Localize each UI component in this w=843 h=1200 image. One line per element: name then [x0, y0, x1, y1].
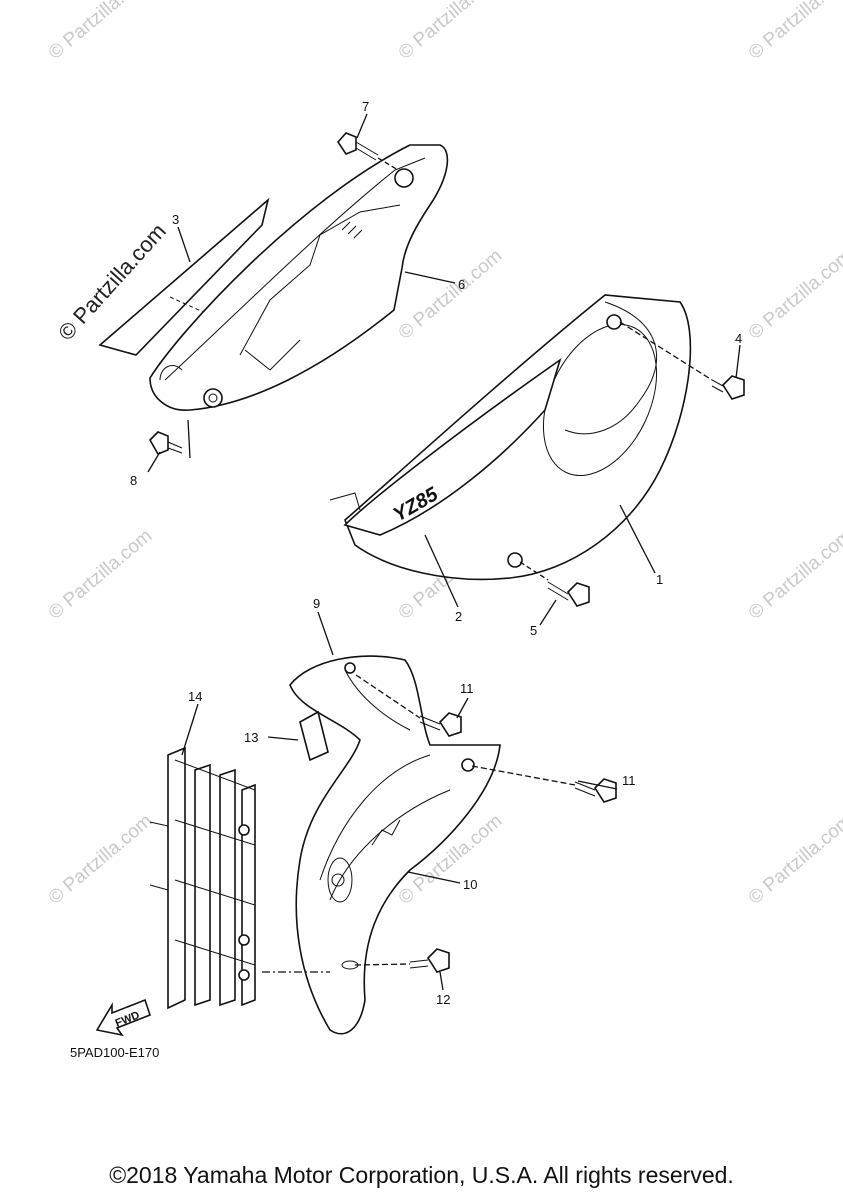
- callout-1: 1: [656, 572, 663, 587]
- callout-9: 9: [313, 596, 320, 611]
- part-11-bolt-lower: [471, 765, 617, 803]
- watermark: © Partzilla.com: [745, 245, 843, 343]
- callout-7: 7: [362, 99, 369, 114]
- callout-2: 2: [455, 609, 462, 624]
- callout-12: 12: [436, 992, 450, 1007]
- watermark: © Partzilla.com: [395, 0, 507, 64]
- part-9-10-radiator-shroud: [289, 655, 501, 1035]
- callout-10: 10: [463, 877, 477, 892]
- watermark: © Partzilla.com: [45, 525, 157, 623]
- part-8-bolt: [149, 419, 191, 459]
- watermark: © Partzilla.com: [45, 0, 157, 64]
- callout-13: 13: [244, 730, 258, 745]
- part-5-bolt: [519, 561, 590, 607]
- part-7-bolt: [336, 132, 399, 171]
- part-11-bolt-upper: [355, 674, 462, 737]
- watermark: © Partzilla.com: [745, 810, 843, 908]
- callout-numbers: 1 2 3 4 5 6 7 8 9 10 11 11 12 13 14: [130, 99, 742, 1007]
- callout-6: 6: [458, 277, 465, 292]
- callout-8: 8: [130, 473, 137, 488]
- callout-11-lower: 11: [622, 773, 636, 788]
- leader-lines: [147, 113, 741, 991]
- copyright-notice: ©2018 Yamaha Motor Corporation, U.S.A. A…: [109, 1162, 734, 1188]
- part-6-left-side-cover: [149, 144, 449, 411]
- part-12-bolt: [354, 948, 450, 973]
- callout-3: 3: [172, 212, 179, 227]
- watermark: © Partzilla.com: [745, 525, 843, 623]
- part-4-bolt: [619, 321, 745, 400]
- callout-5: 5: [530, 623, 537, 638]
- fwd-arrow-icon: FWD: [95, 998, 151, 1037]
- watermark: © Partzilla.com: [395, 245, 507, 343]
- watermark: © Partzilla.com: [45, 810, 157, 908]
- callout-4: 4: [735, 331, 742, 346]
- callout-11-upper: 11: [460, 681, 474, 696]
- callout-14: 14: [188, 689, 202, 704]
- part-code: 5PAD100-E170: [70, 1045, 159, 1060]
- watermark: © Partzilla.com: [745, 0, 843, 64]
- part-13-sponge: [299, 710, 329, 762]
- part-14-radiator-louver: [149, 746, 330, 1010]
